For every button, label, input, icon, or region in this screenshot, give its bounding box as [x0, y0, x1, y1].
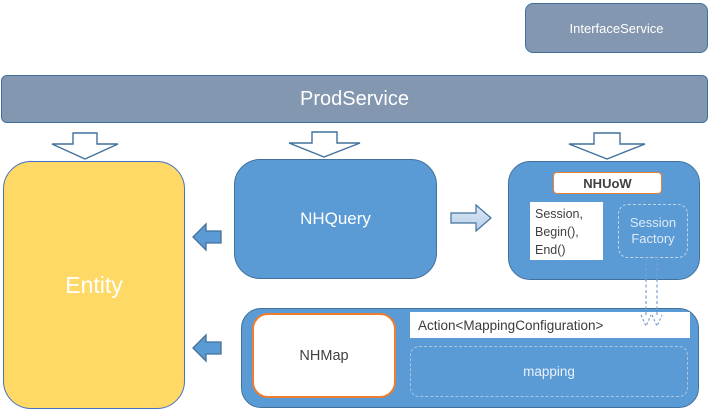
left-arrow-nhquery-to-entity-icon [192, 222, 222, 252]
entity-node: Entity [3, 161, 185, 409]
action-mapping-configuration-label: Action<MappingConfiguration> [418, 317, 604, 333]
prod-service-node: ProdService [1, 75, 708, 123]
session-methods-node: Session, Begin(), End() [530, 202, 603, 260]
down-arrow-to-entity-icon [51, 132, 119, 160]
mapping-node: mapping [410, 346, 688, 397]
nhuow-label: NHUoW [583, 175, 632, 191]
prod-service-label: ProdService [300, 87, 409, 110]
interface-service-label: InterfaceService [569, 20, 664, 36]
dashed-connector-sessionfactory-to-action-icon [640, 257, 663, 328]
session-factory-line1: Session [629, 215, 677, 230]
right-arrow-nhquery-to-nhuow-icon [450, 203, 492, 233]
nhuow-node: NHUoW [553, 172, 662, 194]
nhmap-label: NHMap [299, 347, 349, 364]
down-arrow-to-nhuow-icon [568, 132, 646, 160]
interface-service-node: InterfaceService [525, 3, 708, 53]
nhquery-label: NHQuery [300, 209, 371, 228]
session-factory-line2: Factory [631, 231, 675, 246]
left-arrow-nhmap-to-entity-icon [192, 333, 222, 363]
nhmap-node: NHMap [252, 313, 396, 398]
session-line1: Session, [535, 207, 583, 221]
down-arrow-to-nhquery-icon [288, 131, 361, 158]
action-mapping-configuration-node: Action<MappingConfiguration> [410, 312, 690, 338]
mapping-label: mapping [523, 364, 575, 379]
session-factory-node: Session Factory [618, 204, 688, 258]
entity-label: Entity [65, 271, 123, 298]
session-line2: Begin(), [535, 225, 579, 239]
session-line3: End() [535, 243, 566, 257]
nhquery-node: NHQuery [234, 159, 437, 279]
